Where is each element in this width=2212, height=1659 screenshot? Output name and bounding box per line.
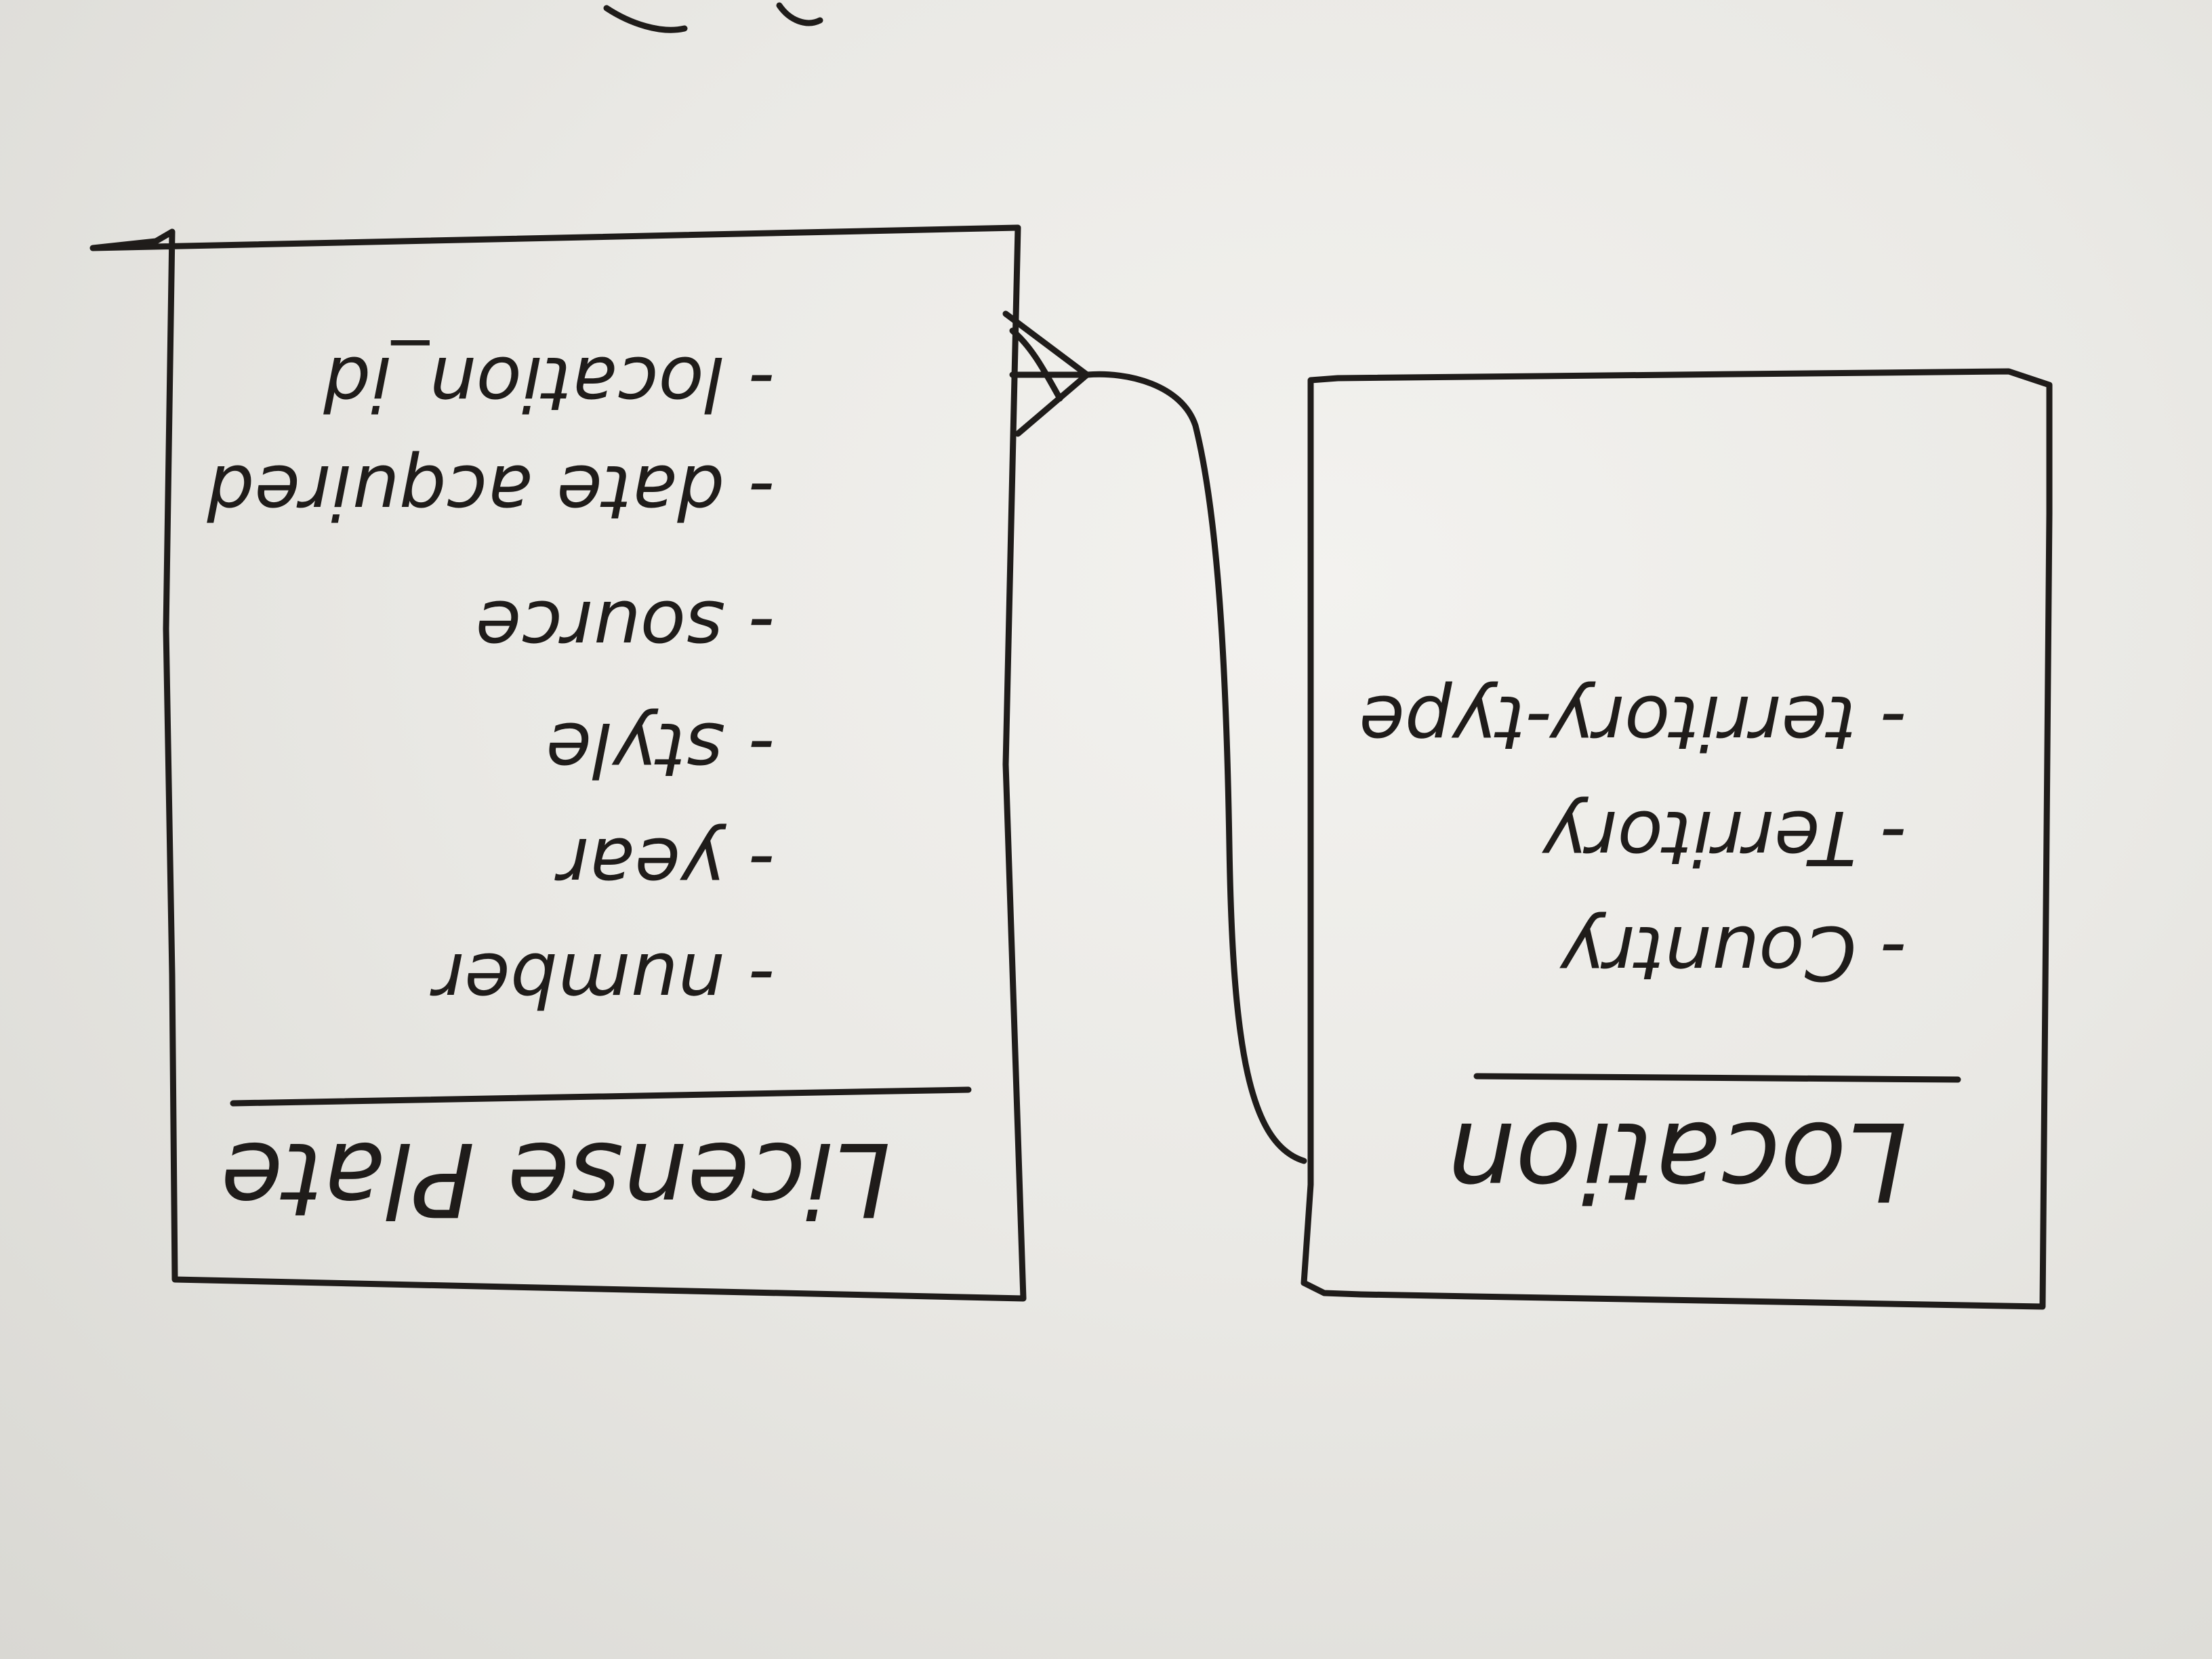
location-attr-territory: - Territory [1541, 794, 1907, 881]
license-plate-attr-style: - style [546, 706, 775, 793]
location-entity: Location - Country - Territory - territo… [1300, 368, 2053, 1310]
location-attr-country: - Country [1559, 909, 1907, 996]
location-attr-territory-type: - territory-type [1359, 679, 1907, 766]
license-plate-box [89, 224, 1027, 1302]
location-title: Location [1446, 1098, 1907, 1225]
rotated-drawing: License Plate - number - year - style - … [89, 224, 2053, 1310]
license-plate-attr-number: - number [430, 937, 775, 1023]
relationship-line [1084, 371, 1307, 1164]
license-plate-attr-source: - source [476, 584, 775, 671]
license-plate-entity: License Plate - number - year - style - … [89, 224, 1027, 1302]
license-plate-attr-date-acquired: - date acquired [206, 449, 775, 535]
license-plate-attr-year: - year [554, 821, 775, 908]
location-header-divider [1473, 1073, 1961, 1083]
cut-off-scribble [603, 2, 823, 33]
license-plate-attr-location-id: - location_id [323, 340, 775, 427]
license-plate-header-divider [230, 1086, 972, 1107]
license-plate-title: License Plate [221, 1120, 890, 1237]
location-box [1300, 368, 2053, 1310]
crows-foot-many-icon [1002, 310, 1090, 437]
relationship-connector [1002, 310, 1307, 1164]
